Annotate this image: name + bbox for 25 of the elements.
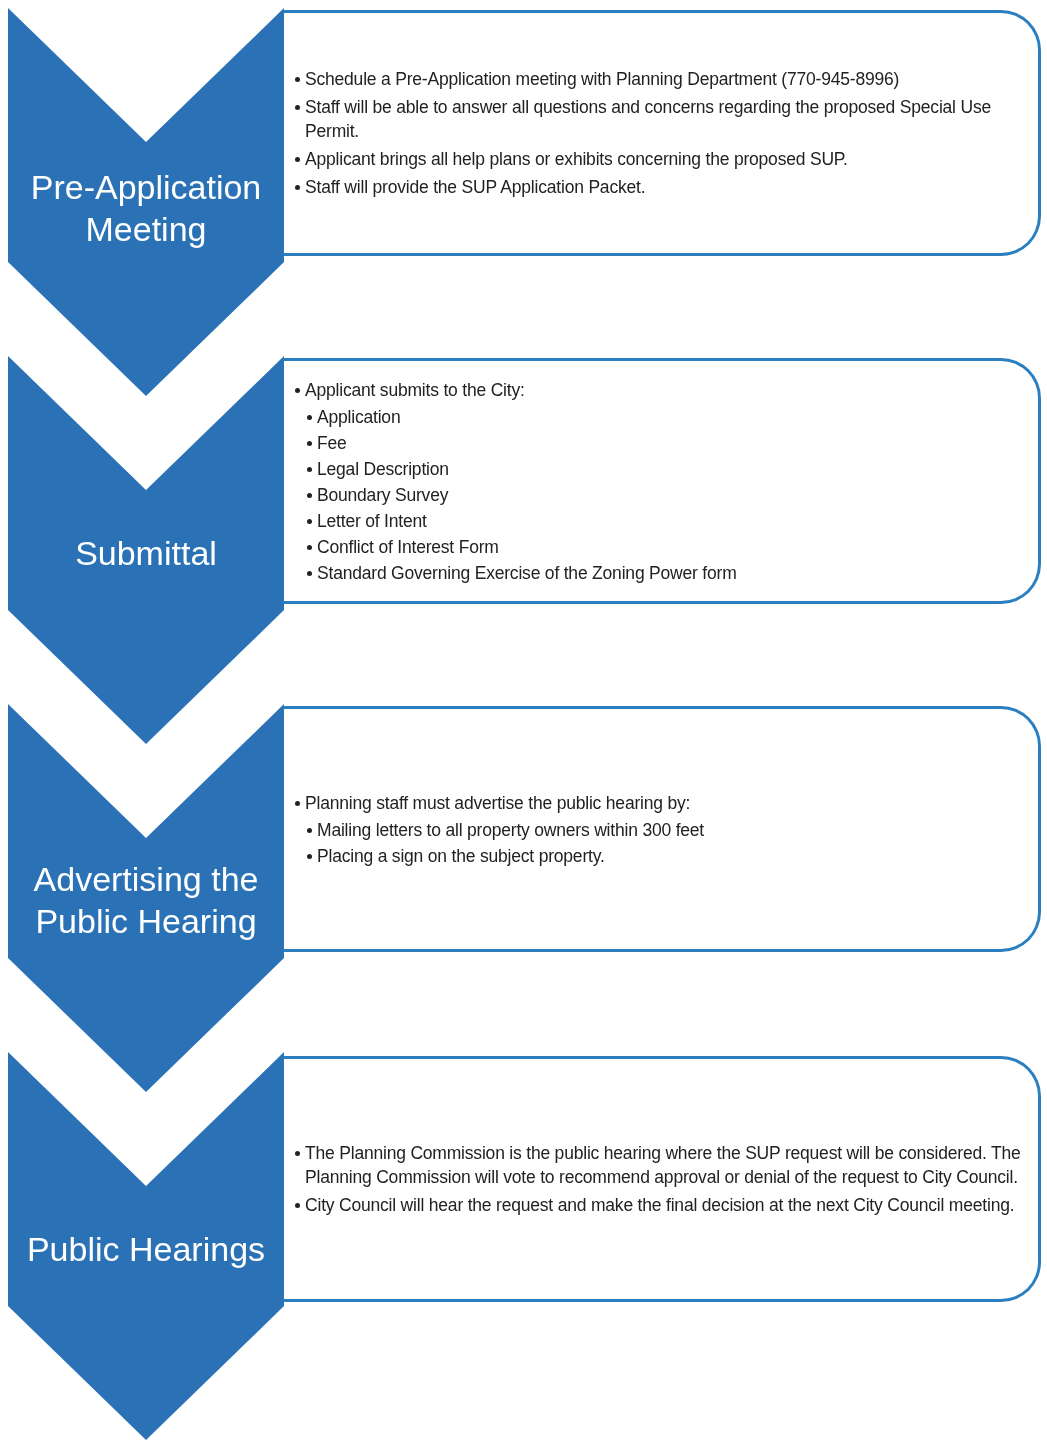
bullet-text: Standard Governing Exercise of the Zoning Power form	[307, 561, 1032, 585]
bullet-text: Schedule a Pre-Application meeting with Planning Department (770-945-8996)	[295, 67, 1032, 91]
step-title: Advertising the Public Hearing	[32, 859, 260, 942]
bullet-text: Boundary Survey	[307, 483, 1032, 507]
step-title: Public Hearings	[25, 1229, 267, 1270]
bullet-text: City Council will hear the request and make the final decision at the next City Council meeting.	[295, 1193, 1032, 1217]
step-title: Submittal	[74, 533, 218, 574]
bullet-text: Legal Description	[307, 457, 1032, 481]
bullet-text: Applicant brings all help plans or exhibits concerning the proposed SUP.	[295, 147, 1032, 171]
text-panel	[283, 706, 1041, 952]
bullet-text: Staff will be able to answer all questions and concerns regarding the proposed Special Use Permit.	[295, 95, 1032, 143]
bullet-text: Fee	[307, 431, 1032, 455]
bullet-text: Placing a sign on the subject property.	[307, 844, 1032, 868]
text-panel	[283, 358, 1041, 604]
bullet-text: The Planning Commission is the public hearing where the SUP request will be considered. The Planning Commission will vote to recommend approval or denial of the request to City Council.	[295, 1141, 1032, 1189]
bullet-text: Mailing letters to all property owners within 300 feet	[307, 818, 1032, 842]
bullet-text: Letter of Intent	[307, 509, 1032, 533]
bullet-text: Applicant submits to the City:	[295, 378, 1032, 402]
bullet-text: Conflict of Interest Form	[307, 535, 1032, 559]
step-title: Pre-Application Meeting	[29, 167, 263, 250]
bullet-text: Planning staff must advertise the public hearing by:	[295, 791, 1032, 815]
bullet-text: Staff will provide the SUP Application Packet.	[295, 175, 1032, 199]
bullet-text: Application	[307, 405, 1032, 429]
text-panel	[283, 10, 1041, 256]
text-panel	[283, 1056, 1041, 1302]
